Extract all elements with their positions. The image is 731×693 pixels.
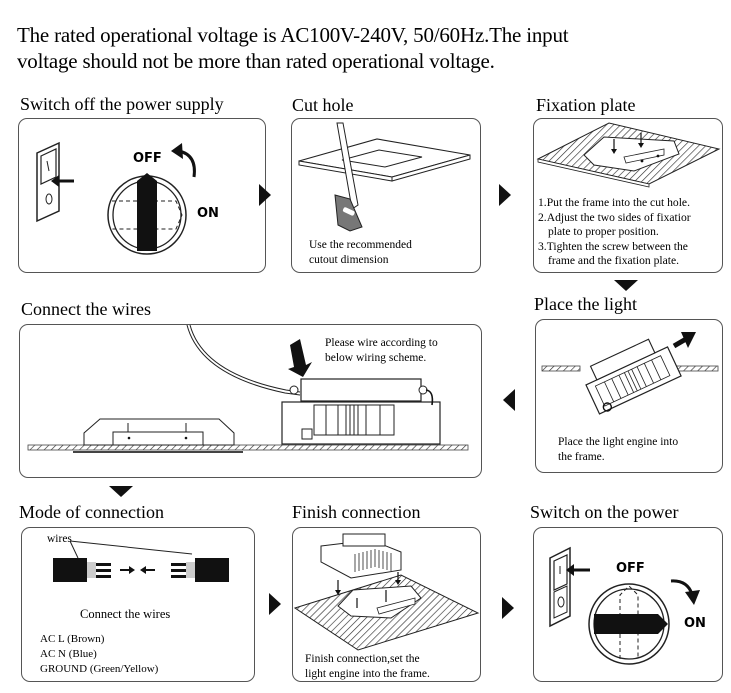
panel-connect-wires: Please wire according to below wiring sc… — [19, 324, 482, 478]
saw-icon — [334, 122, 363, 232]
cable-left-icon — [53, 558, 87, 582]
intro-line-1: The rated operational voltage is AC100V-… — [17, 23, 569, 47]
flow-arrow-right-1 — [259, 184, 271, 206]
rotate-ccw-arrow-icon — [171, 143, 183, 159]
panel-finish-connection: Finish connection,set the light engine i… — [292, 527, 481, 682]
step-title-place-light: Place the light — [534, 294, 637, 314]
flow-arrow-right-3 — [269, 593, 281, 615]
panel-switch-on: OFF ON — [533, 527, 723, 682]
on-label: ON — [197, 206, 219, 221]
panel-mode-of-connection: wires Connect the wires AC L (Brown) AC … — [21, 527, 255, 682]
rocker-switch-icon — [36, 141, 74, 223]
light-engine-icon — [320, 533, 402, 579]
wiring-row-ground: GROUND (Green/Yellow) — [40, 663, 159, 675]
panel-cut-hole: Use the recommended cutout dimension — [291, 118, 481, 273]
switch-off-illustration: OFF ON — [36, 141, 219, 255]
off-label: OFF — [616, 561, 645, 576]
step-title-finish-connection: Finish connection — [292, 502, 421, 522]
off-label: OFF — [133, 151, 162, 166]
connect-wires-illustration — [27, 325, 469, 453]
intro-line-2: voltage should not be more than rated op… — [17, 49, 495, 73]
step-title-switch-on: Switch on the power — [530, 502, 679, 522]
wiring-row-neutral: AC N (Blue) — [40, 648, 97, 660]
finish-connection-illustration — [293, 533, 480, 651]
place-light-illustration — [541, 332, 719, 415]
connect-wires-label: Connect the wires — [80, 607, 171, 621]
instruction-2: 2.Adjust the two sides of fixatior — [538, 210, 691, 224]
flow-arrow-left-1 — [503, 389, 515, 411]
light-engine-icon — [585, 338, 682, 415]
flow-arrow-down-1 — [614, 280, 638, 291]
pointer-arrow-icon — [288, 339, 312, 377]
wires-label: wires — [47, 533, 72, 545]
instruction-1: 1.Put the frame into the cut hole. — [538, 196, 690, 209]
on-label: ON — [684, 616, 706, 631]
instruction-2-cont: plate to proper position. — [548, 225, 659, 239]
connect-wires-caption: Please wire according to below wiring sc… — [325, 337, 438, 364]
rotary-dial-icon — [107, 173, 187, 255]
wiring-row-live: AC L (Brown) — [40, 633, 105, 645]
cable-right-icon — [195, 558, 229, 582]
intro-text: The rated operational voltage is AC100V-… — [17, 22, 569, 74]
panel-fixation-plate: 1.Put the frame into the cut hole. 2.Adj… — [533, 118, 723, 273]
step-title-mode-of-connection: Mode of connection — [19, 502, 164, 522]
instruction-3: 3.Tighten the screw between the — [538, 239, 688, 253]
rotary-dial-icon — [588, 583, 670, 665]
rotate-cw-arrow-icon — [685, 590, 700, 605]
ceiling-board-icon — [298, 138, 471, 182]
panel-place-light: Place the light engine into the frame. — [535, 319, 723, 473]
fixation-instructions: 1.Put the frame into the cut hole. 2.Adj… — [538, 196, 691, 269]
step-title-cut-hole: Cut hole — [292, 95, 354, 115]
instruction-3-cont: frame and the fixation plate. — [548, 254, 680, 268]
place-light-caption: Place the light engine into the frame. — [558, 436, 679, 463]
step-title-connect-wires: Connect the wires — [21, 299, 151, 319]
switch-on-illustration: OFF ON — [549, 546, 706, 665]
down-arrow-icon — [395, 580, 401, 585]
lift-arrow-icon — [681, 332, 696, 348]
down-arrow-icon — [335, 590, 341, 595]
panel-switch-off: OFF ON — [18, 118, 266, 273]
step-title-switch-off: Switch off the power supply — [20, 94, 224, 114]
cut-hole-caption: Use the recommended cutout dimension — [309, 239, 412, 266]
flow-arrow-right-2 — [499, 184, 511, 206]
flow-arrow-down-2 — [109, 486, 133, 497]
step-title-fixation-plate: Fixation plate — [536, 95, 636, 115]
fixation-plate-illustration — [536, 122, 721, 188]
light-engine-icon — [281, 378, 441, 445]
finish-connection-caption: Finish connection,set the light engine i… — [305, 653, 430, 680]
cut-hole-illustration — [298, 122, 471, 232]
flow-arrow-right-4 — [502, 597, 514, 619]
rocker-switch-icon — [549, 546, 590, 628]
wire-splice-illustration — [53, 540, 229, 582]
